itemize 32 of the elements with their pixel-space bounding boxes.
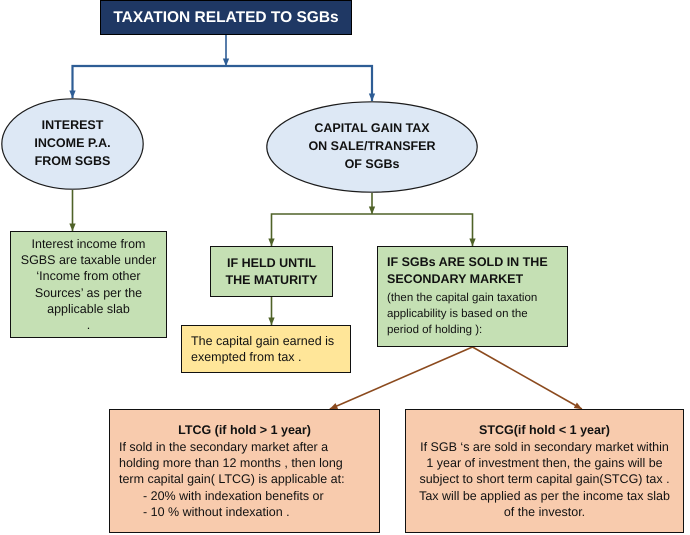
arrow: [472, 346, 582, 410]
title-box: [100, 0, 352, 35]
condition-box: [377, 246, 568, 347]
box-text: The capital gain earned is exempted from tax .: [191, 332, 336, 366]
box-heading: LTCG (if hold > 1 year): [177, 422, 312, 439]
list-item: - 10 % without indexation .: [142, 504, 291, 520]
box-text: .: [86, 317, 92, 334]
condition-box: [210, 246, 333, 297]
condition-box: [10, 231, 167, 338]
arrow: [372, 213, 476, 246]
arrow: [69, 190, 76, 232]
ellipse-node: [1, 98, 144, 190]
arrow: [368, 193, 376, 214]
arrow: [268, 297, 275, 326]
arrow: [226, 64, 376, 102]
box-heading: IF HELD UNTIL THE MATURITY: [224, 254, 319, 288]
node-text: INTEREST INCOME P.A. FROM SGBS: [33, 117, 112, 170]
outcome-box: [181, 325, 351, 373]
list-item: - 20% with indexation benefits or: [142, 488, 325, 504]
box-text: If sold in the secondary market after a holding more than 12 months , then long term capital gain( LTCG) is applicable at:: [119, 438, 346, 488]
arrow: [69, 64, 226, 98]
ellipse-node: [266, 101, 478, 193]
box-heading: IF SGBs ARE SOLD IN THE SECONDARY MARKET: [387, 254, 549, 288]
arrow: [222, 35, 230, 66]
title-text: TAXATION RELATED TO SGBs: [113, 8, 339, 26]
box-heading: STCG(if hold < 1 year): [478, 422, 611, 439]
arrow: [330, 346, 473, 410]
arrow: [268, 213, 372, 246]
box-text: Interest income from SGBS are taxable under ‘Income from other Sources’ as per the applicable slab: [20, 236, 157, 317]
box-text: If SGB ‘s are sold in secondary market within 1 year of investment then, the gains will be subject to short term capital gain(STCG) tax . Tax will be applied as per the income tax slab of the investor.: [418, 438, 671, 520]
note-text: (then the capital gain taxation applicability is based on the period of holding ):: [387, 291, 538, 338]
node-text: CAPITAL GAIN TAX ON SALE/TRANSFER OF SGBs: [307, 120, 437, 173]
